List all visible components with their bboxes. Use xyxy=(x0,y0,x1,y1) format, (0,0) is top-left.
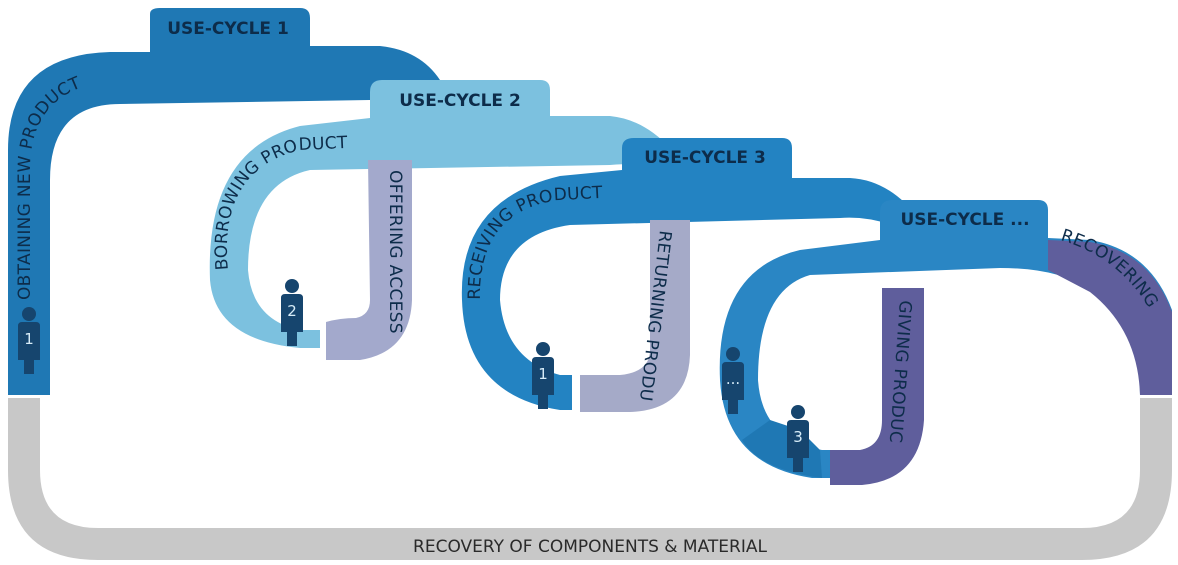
recovery-label: RECOVERY OF COMPONENTS & MATERIAL xyxy=(413,537,767,557)
cycle-4-release-band xyxy=(830,288,924,485)
cycle-1-tab-label: USE-CYCLE 1 xyxy=(167,19,289,39)
user-number-2: 2 xyxy=(287,302,297,320)
svg-text:OFFERING ACCESS: OFFERING ACCESS xyxy=(385,170,405,334)
recovery-loop: RECOVERY OF COMPONENTS & MATERIAL xyxy=(8,398,1172,560)
cycle-3-release-band xyxy=(580,220,690,412)
cycle-1-band xyxy=(8,8,440,395)
cycle-4-tab-label: USE-CYCLE ... xyxy=(900,210,1029,230)
recovering-band xyxy=(1048,240,1172,395)
cycle-3-band xyxy=(461,138,920,410)
user-number-4: 3 xyxy=(793,428,803,446)
cycle-2-release-label: OFFERING ACCESS xyxy=(385,170,405,334)
cycle-2-band xyxy=(209,80,680,348)
user-number-3: 1 xyxy=(538,365,548,383)
user-number-1: 1 xyxy=(24,330,34,348)
recovery-band xyxy=(8,398,1172,560)
cycle-2-release-band xyxy=(326,160,412,360)
cycle-3-tab-label: USE-CYCLE 3 xyxy=(644,148,766,168)
cycle-2-tab-label: USE-CYCLE 2 xyxy=(399,91,521,111)
user-number-extra: ... xyxy=(726,370,740,388)
